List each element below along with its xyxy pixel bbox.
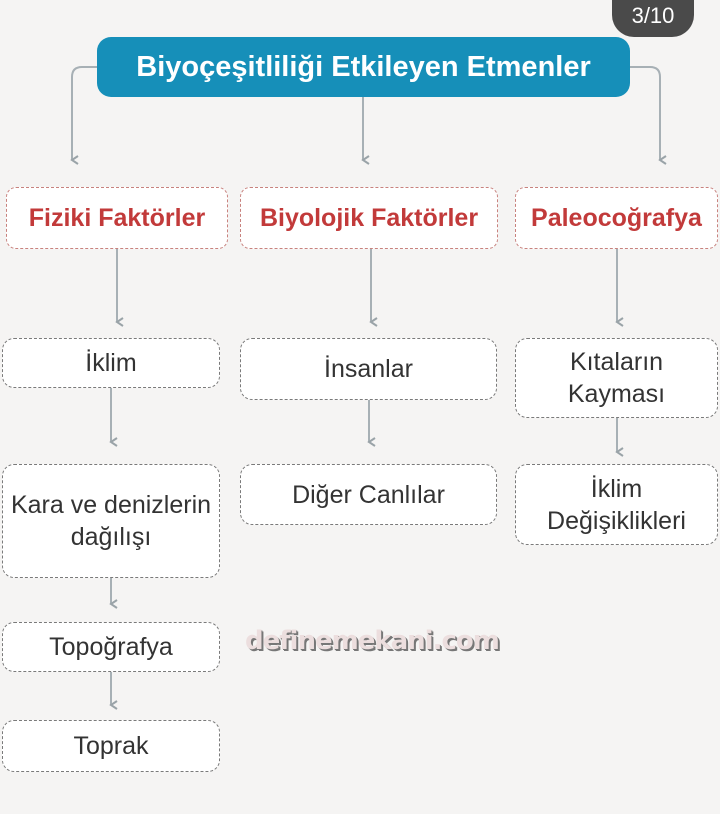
category-physical-factors: Fiziki Faktörler bbox=[6, 187, 228, 249]
node-topography: Topoğrafya bbox=[2, 622, 220, 672]
node-land-sea-distribution: Kara ve denizlerin dağılışı bbox=[2, 464, 220, 578]
category-biological-factors: Biyolojik Faktörler bbox=[240, 187, 498, 249]
node-soil: Toprak bbox=[2, 720, 220, 772]
diagram-title: Biyoçeşitliliği Etkileyen Etmenler bbox=[97, 37, 630, 97]
page-counter: 3/10 bbox=[612, 0, 694, 37]
node-climate: İklim bbox=[2, 338, 220, 388]
node-continental-drift: Kıtaların Kayması bbox=[515, 338, 718, 418]
node-climate-change: İklim Değişiklikleri bbox=[515, 464, 718, 545]
node-humans: İnsanlar bbox=[240, 338, 497, 400]
node-other-organisms: Diğer Canlılar bbox=[240, 464, 497, 525]
watermark: definemekani.com bbox=[245, 626, 500, 656]
category-paleogeography: Paleocoğrafya bbox=[515, 187, 718, 249]
